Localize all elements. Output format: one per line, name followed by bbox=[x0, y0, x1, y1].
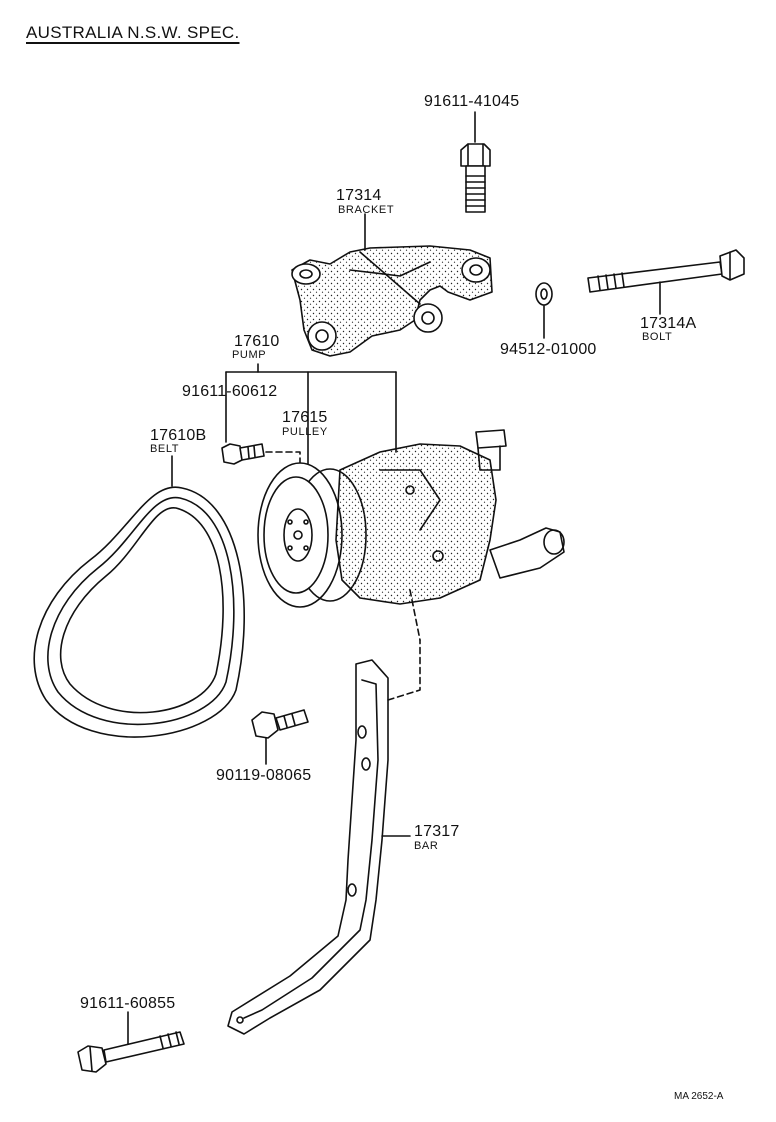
part-number-pulley: 17615 bbox=[282, 409, 328, 426]
bolt-pump-part bbox=[221, 443, 301, 521]
bar-part bbox=[227, 639, 421, 1035]
part-number-belt: 17610B bbox=[150, 427, 207, 444]
part-number-bolt-bottom: 91611-60855 bbox=[80, 995, 176, 1012]
bolt-long-part bbox=[587, 249, 745, 293]
pump-body-part bbox=[335, 429, 565, 641]
part-name-bracket: BRACKET bbox=[338, 204, 395, 216]
part-name-bar: BAR bbox=[414, 840, 439, 852]
part-name-pump: PUMP bbox=[232, 349, 267, 361]
part-name-belt: BELT bbox=[150, 443, 180, 455]
part-number-bar: 17317 bbox=[414, 823, 460, 840]
washer-part bbox=[535, 282, 553, 306]
bolt-bottom-part bbox=[77, 1031, 185, 1073]
diagram-reference: MA 2652-A bbox=[674, 1091, 724, 1102]
part-number-bolt-top: 91611-41045 bbox=[424, 93, 520, 110]
pulley-part bbox=[257, 462, 367, 608]
part-number-bolt-pump: 91611-60612 bbox=[182, 383, 278, 400]
diagram-title: AUSTRALIA N.S.W. SPEC. bbox=[26, 23, 240, 42]
part-number-pump: 17610 bbox=[234, 333, 280, 350]
part-number-bolt-bar: 90119-08065 bbox=[216, 767, 312, 784]
part-number-washer: 94512-01000 bbox=[500, 341, 597, 358]
bracket-part bbox=[291, 245, 493, 357]
leader-pump bbox=[225, 363, 397, 475]
part-number-bracket: 17314 bbox=[336, 187, 382, 204]
bolt-top-part bbox=[460, 143, 491, 213]
part-number-bolt-long: 17314A bbox=[640, 315, 697, 332]
part-name-pulley: PULLEY bbox=[282, 426, 328, 438]
part-name-bolt-long: BOLT bbox=[642, 331, 673, 343]
belt-part bbox=[33, 486, 245, 738]
bolt-bar-part bbox=[251, 709, 309, 739]
